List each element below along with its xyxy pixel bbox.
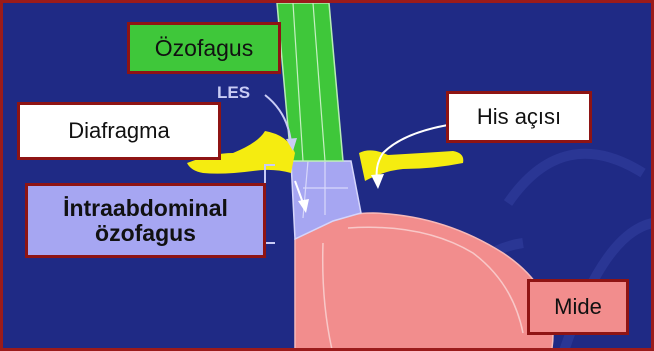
- his-angle-label: His açısı: [446, 91, 592, 143]
- hiatus-bracket: [265, 165, 275, 243]
- intra-label-line1: İntraabdominal: [63, 196, 228, 220]
- intra-label-line2: özofagus: [95, 221, 196, 245]
- stomach-label: Mide: [527, 279, 629, 335]
- diaphragm-label: Diafragma: [17, 102, 221, 160]
- intraabdominal-esophagus-label: İntraabdominal özofagus: [25, 183, 266, 258]
- les-label: LES: [217, 83, 250, 103]
- esophagus-shape: [277, 3, 343, 161]
- his-arrow-head: [371, 174, 384, 189]
- esophagus-label: Özofagus: [127, 22, 281, 74]
